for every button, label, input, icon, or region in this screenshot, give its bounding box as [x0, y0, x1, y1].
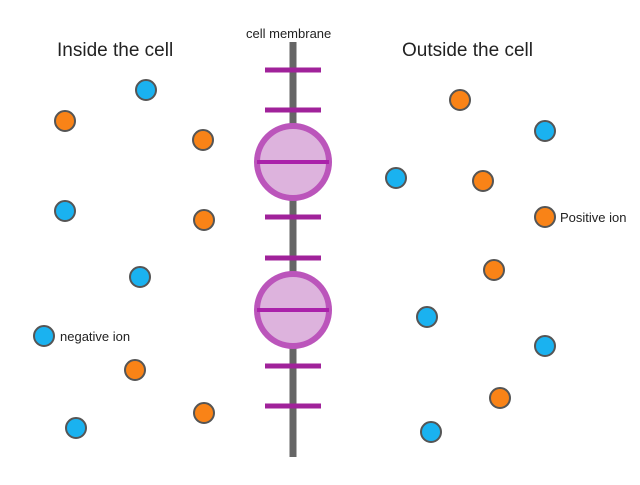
ion-channel-2: [254, 271, 332, 349]
positive-ion-1: [54, 110, 76, 132]
negative-ion-label: negative ion: [60, 329, 131, 344]
outside-cell-title: Outside the cell: [402, 40, 533, 61]
membrane-label: cell membrane: [246, 26, 332, 41]
positive-ion-8: [534, 206, 556, 228]
positive-ion-7: [472, 170, 494, 192]
negative-ion-9: [534, 335, 556, 357]
positive-ion-5: [193, 402, 215, 424]
negative-ion-7: [534, 120, 556, 142]
negative-ion-4: [33, 325, 55, 347]
positive-ion-label: Positive ion: [560, 210, 627, 225]
positive-ion-4: [124, 359, 146, 381]
negative-ion-1: [135, 79, 157, 101]
ion-channel-1: [254, 123, 332, 201]
positive-ion-10: [489, 387, 511, 409]
positive-ion-6: [449, 89, 471, 111]
negative-ion-10: [420, 421, 442, 443]
positive-ion-2: [192, 129, 214, 151]
ion-layer: [33, 79, 556, 443]
positive-ion-9: [483, 259, 505, 281]
negative-ion-6: [385, 167, 407, 189]
negative-ion-5: [65, 417, 87, 439]
membrane-layer: [254, 42, 332, 457]
positive-ion-3: [193, 209, 215, 231]
negative-ion-3: [129, 266, 151, 288]
negative-ion-2: [54, 200, 76, 222]
inside-cell-title: Inside the cell: [57, 40, 174, 61]
negative-ion-8: [416, 306, 438, 328]
